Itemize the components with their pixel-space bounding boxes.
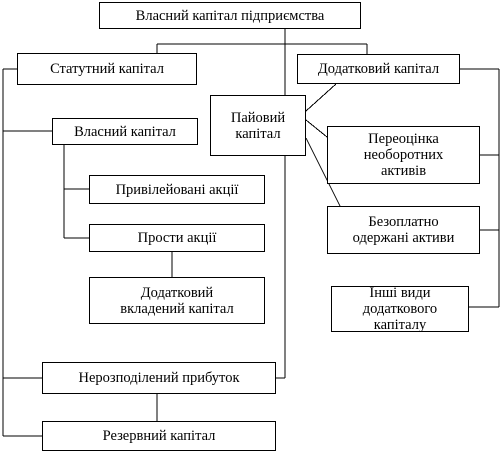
- node-own-capital: Власний капітал: [52, 118, 198, 145]
- node-retained-earnings: Нерозподілений прибуток: [42, 362, 276, 394]
- connector-share-free-assets: [305, 137, 341, 207]
- connector-share-additional: [305, 83, 337, 112]
- node-ordinary-shares: Прости акції: [89, 224, 265, 252]
- node-statutory-capital: Статутний капітал: [17, 53, 197, 85]
- node-reserve-capital: Резервний капітал: [42, 421, 276, 451]
- node-free-received-assets: Безоплатно одержані активи: [327, 206, 480, 254]
- node-root: Власний капітал підприємства: [99, 2, 361, 29]
- node-preferred-shares: Привілейовані акції: [89, 175, 265, 204]
- node-revaluation-of-noncurrent-assets: Переоцінка необоротних активів: [327, 126, 480, 184]
- node-additional-capital: Додатковий капітал: [297, 54, 460, 84]
- connector-share-revaluation: [305, 119, 328, 138]
- node-additional-paid-in-capital: Додатковий вкладений капітал: [89, 277, 265, 324]
- node-share-capital: Пайовий капітал: [210, 95, 306, 156]
- node-other-additional-capital: Інші види додаткового капіталу: [331, 286, 469, 332]
